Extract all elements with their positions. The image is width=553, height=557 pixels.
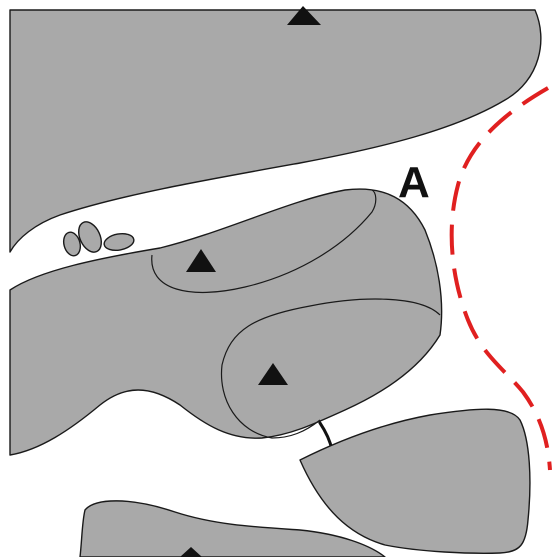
small-fragments xyxy=(61,218,135,257)
middle-structure xyxy=(10,189,442,455)
fragment-3 xyxy=(103,232,135,253)
lower-right-structure-outline xyxy=(300,409,530,553)
region-label-a: A xyxy=(398,158,430,207)
lower-right-structure xyxy=(300,409,530,553)
middle-structure-outline xyxy=(10,189,442,455)
